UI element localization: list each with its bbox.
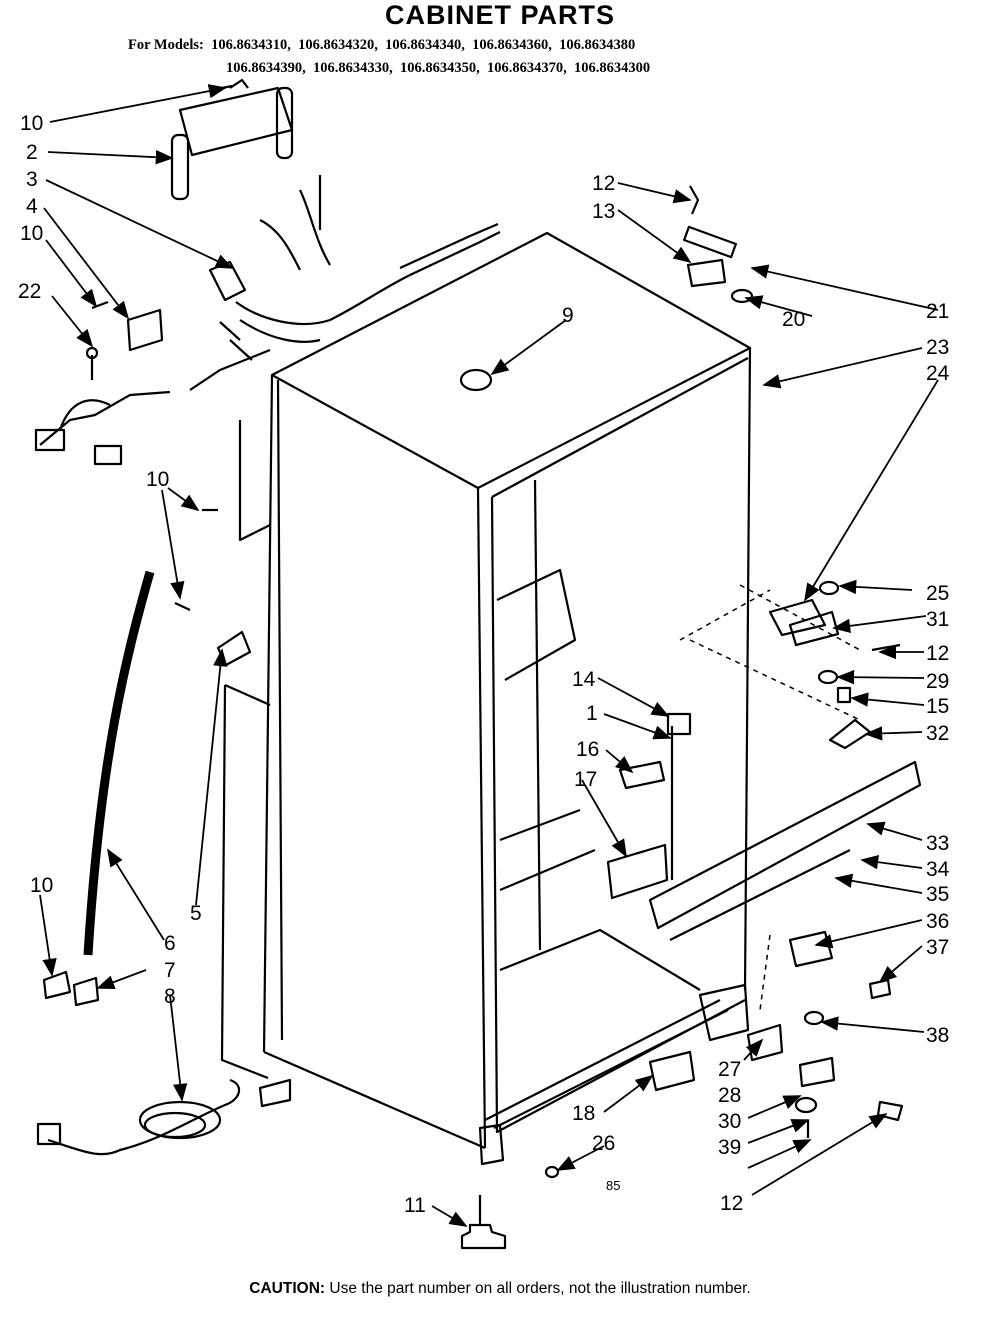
callout-37: 37 [926,936,949,959]
callout-4: 4 [26,195,38,218]
callout-34: 34 [926,858,950,881]
models-row-1: 106.8634310, 106.8634320, 106.8634340, 1… [211,37,636,53]
callout-24: 24 [926,362,950,385]
callout-33: 33 [926,832,949,855]
callout-35: 35 [926,883,949,906]
callout-28: 28 [718,1084,741,1107]
callout-6: 6 [164,932,176,955]
callout-1: 1 [586,702,598,725]
callout-21: 21 [926,300,949,323]
models-label: For Models: [128,37,204,53]
callout-9: 9 [562,304,574,327]
model-list: For Models: 106.8634310, 106.8634320, 10… [128,34,650,80]
callout-14: 14 [572,668,596,691]
callout-18: 18 [572,1102,595,1125]
callout-27: 27 [718,1058,741,1081]
callout-30: 30 [718,1110,741,1133]
callout-8: 8 [164,985,176,1008]
callout-25: 25 [926,582,949,605]
callout-10-left-mid: 10 [146,468,169,491]
callout-15: 15 [926,695,949,718]
callout-7: 7 [164,959,176,982]
callout-29: 29 [926,670,949,693]
callout-10-bottom-left: 10 [30,874,53,897]
harness-connector [34,346,171,466]
caution-note: CAUTION: Use the part number on all orde… [0,1280,1000,1298]
callout-22: 22 [18,280,41,303]
callout-31: 31 [926,608,949,631]
callout-labels: 10 2 3 4 10 22 12 13 20 21 9 23 24 10 25… [18,112,950,1217]
callout-16: 16 [576,738,599,761]
switch-part [126,308,164,352]
construction-lines [679,584,861,1011]
callout-12-bottom: 12 [720,1192,743,1215]
leader-lines [39,84,939,1227]
caution-label: CAUTION: [249,1280,326,1297]
page-title: CABINET PARTS [384,0,615,30]
callout-13: 13 [592,200,615,223]
misc-parts [42,84,922,1250]
callout-20: 20 [782,308,805,331]
callout-32: 32 [926,722,949,745]
models-row-2: 106.8634390, 106.8634330, 106.8634350, 1… [226,60,651,76]
callout-5: 5 [190,902,202,925]
callout-12-hinge-screw: 12 [592,172,615,195]
gasket-strip [83,570,155,956]
callout-39: 39 [718,1136,741,1159]
callout-3: 3 [26,168,38,191]
cabinet-body [220,231,752,1150]
callout-11: 11 [404,1194,426,1217]
callout-10-switch: 10 [20,222,43,245]
callout-26: 26 [592,1132,615,1155]
light-bracket [170,78,294,201]
callout-10-top: 10 [20,112,43,135]
caution-text: Use the part number on all orders, not t… [329,1280,751,1297]
callout-2: 2 [26,141,38,164]
callout-17: 17 [574,768,597,791]
callout-23: 23 [926,336,949,359]
callout-36: 36 [926,910,949,933]
callout-38: 38 [926,1024,949,1047]
artist-mark: 85 [606,1178,620,1193]
callout-12-mid: 12 [926,642,949,665]
power-cord [36,1078,292,1156]
